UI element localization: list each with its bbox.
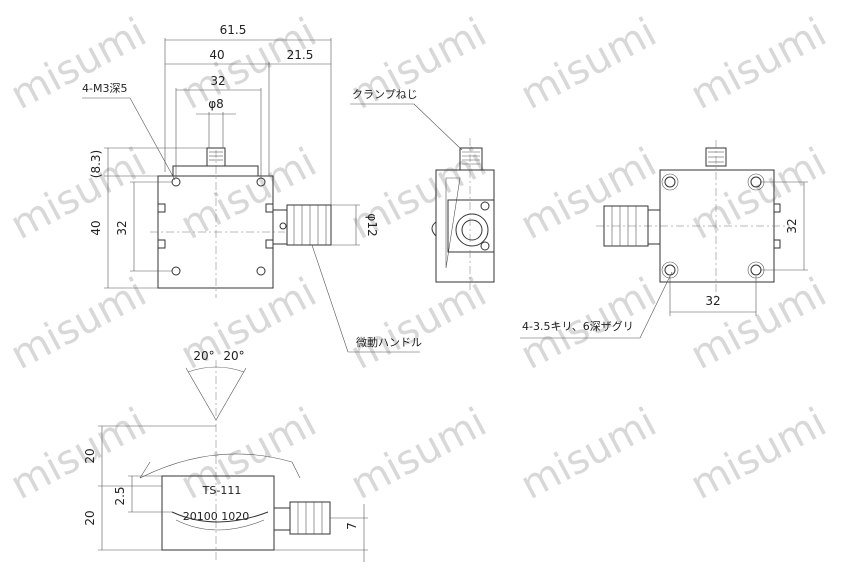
bottom-micro-handle bbox=[603, 205, 649, 247]
watermark: misumi bbox=[343, 400, 494, 509]
leader-micro-handle bbox=[311, 244, 349, 353]
clamp-screw bbox=[459, 147, 483, 171]
top-clamp-knob bbox=[206, 147, 226, 167]
dim-top-offset: (8.3) bbox=[89, 150, 103, 178]
watermark: misumi bbox=[3, 400, 154, 509]
watermark: misumi bbox=[513, 140, 664, 249]
leader-mount-holes bbox=[129, 97, 176, 181]
dim-height-bottom: 20 bbox=[83, 510, 97, 525]
front-view: 20° 20° 20100 1020 TS-111 20 20 2.5 7 bbox=[83, 349, 368, 562]
scale-top-label: TS-111 bbox=[202, 484, 242, 497]
counterbore-hole bbox=[664, 264, 676, 276]
scale-label: 20100 1020 bbox=[183, 510, 249, 523]
watermark: misumi bbox=[683, 400, 834, 509]
dim-knob-dia: φ12 bbox=[365, 213, 379, 236]
counterbore-hole bbox=[750, 264, 762, 276]
front-micro-handle bbox=[289, 501, 331, 535]
angle-arc bbox=[187, 366, 245, 373]
leader-clamp-screw bbox=[413, 103, 463, 151]
watermark: misumi bbox=[513, 10, 664, 119]
dim-height-top: 20 bbox=[83, 448, 97, 463]
dim-right-hole-pitch-v: 32 bbox=[785, 218, 799, 233]
watermark: misumi bbox=[343, 10, 494, 119]
dim-angle-right: 20° bbox=[223, 349, 244, 363]
dim-total-width: 61.5 bbox=[220, 23, 247, 37]
label-counterbore-holes: 4-3.5キリ、6深ザグリ bbox=[522, 319, 634, 333]
dim-shaft-dia: φ8 bbox=[208, 97, 224, 111]
dim-body-width: 40 bbox=[209, 48, 224, 62]
watermark-layer: misumi misumi misumi misumi misumi misum… bbox=[3, 10, 834, 509]
label-mount-holes: 4-M3深5 bbox=[82, 82, 127, 95]
label-clamp-screw: クランプねじ bbox=[352, 88, 418, 101]
dim-right-hole-pitch-h: 32 bbox=[705, 294, 720, 308]
label-micro-handle: 微動ハンドル bbox=[356, 335, 422, 349]
watermark: misumi bbox=[3, 140, 154, 249]
side-bearing bbox=[455, 213, 489, 247]
watermark: misumi bbox=[173, 140, 324, 249]
dim-hole-pitch-v: 32 bbox=[115, 220, 129, 235]
counterbore-hole bbox=[664, 176, 676, 188]
mount-hole bbox=[171, 177, 181, 187]
dim-hole-pitch: 32 bbox=[210, 74, 225, 88]
micro-handle bbox=[286, 204, 332, 246]
watermark: misumi bbox=[3, 270, 154, 379]
dim-knob-height: 7 bbox=[345, 522, 359, 530]
dim-angle-left: 20° bbox=[193, 349, 214, 363]
mount-hole bbox=[171, 266, 181, 276]
watermark: misumi bbox=[513, 400, 664, 509]
watermark: misumi bbox=[683, 270, 834, 379]
dim-knob-extension: 21.5 bbox=[287, 48, 314, 62]
top-view: 61.5 40 21.5 32 φ8 (8.3) 40 32 φ12 4-M3深… bbox=[82, 23, 422, 353]
leader-counterbore bbox=[639, 271, 673, 339]
mount-hole bbox=[256, 266, 266, 276]
dim-height-small: 2.5 bbox=[113, 486, 127, 505]
side-view: クランプねじ bbox=[350, 88, 495, 290]
watermark: misumi bbox=[343, 270, 494, 379]
goniometer-scale-arc bbox=[171, 511, 269, 523]
watermark: misumi bbox=[683, 10, 834, 119]
dim-body-height: 40 bbox=[89, 220, 103, 235]
watermark: misumi bbox=[3, 10, 154, 119]
bottom-view: 32 32 4-3.5キリ、6深ザグリ bbox=[520, 140, 808, 339]
